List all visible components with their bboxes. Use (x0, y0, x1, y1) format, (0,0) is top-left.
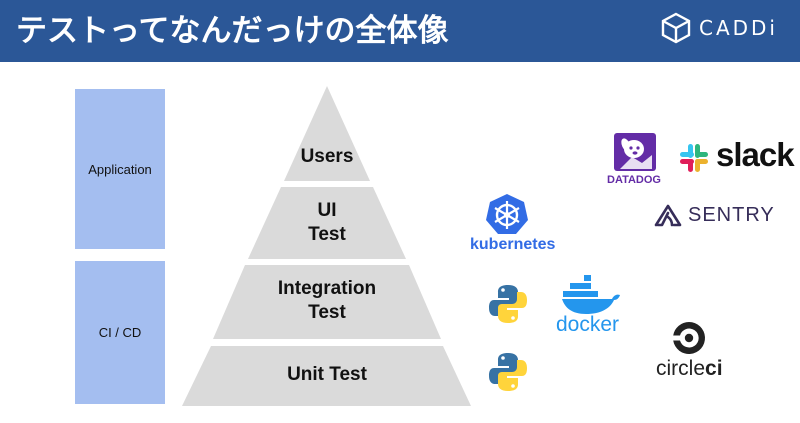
cube-icon (661, 12, 691, 44)
datadog-logo-text: DATADOG (607, 174, 661, 186)
datadog-dog-icon (614, 133, 656, 171)
kubernetes-logo-text: kubernetes (470, 236, 556, 253)
layer-label-integration-line2: Test (308, 302, 346, 323)
python-logo-icon (489, 285, 527, 323)
layer-label-ui-line2: Test (308, 224, 346, 245)
pyramid-layer-ui-test (248, 187, 406, 259)
pyramid-layer-integration-test (213, 265, 441, 339)
slide-title: テストってなんだっけの全体像 (16, 13, 449, 49)
circleci-text-bold: ci (705, 357, 723, 380)
pyramid-layer-unit-test (182, 346, 471, 406)
layer-label-unit-test: Unit Test (287, 364, 367, 385)
layer-label-integration-line1: Integration (277, 278, 377, 299)
pyramid-layer-users (284, 86, 370, 181)
kubernetes-helm-icon (486, 194, 528, 234)
circleci-text-light: circle (656, 357, 706, 380)
application-box: Application (75, 89, 165, 249)
docker-whale-icon (562, 275, 620, 314)
python-logo-icon (489, 353, 527, 391)
layer-label-users: Users (300, 146, 354, 167)
layer-label-integration-test: Integration Test (252, 277, 402, 325)
brand-logo: CADDi (661, 12, 778, 44)
ci-cd-label: CI / CD (98, 325, 142, 340)
layer-label-ui-test: UI Test (277, 199, 377, 247)
layer-label-ui-line1: UI (317, 200, 337, 221)
ci-cd-box: CI / CD (75, 261, 165, 404)
slack-hash-icon (680, 144, 708, 172)
circleci-logo-text: circleci (656, 357, 723, 381)
application-label: Application (88, 161, 152, 177)
brand-name: CADDi (698, 16, 778, 40)
circleci-logo-icon (673, 322, 706, 354)
docker-logo-text: docker (556, 313, 620, 336)
sentry-logo-text: SENTRY (688, 204, 775, 226)
slack-logo-text: slack (716, 136, 795, 173)
header-bar: テストってなんだっけの全体像 CADDi (0, 0, 800, 62)
sentry-icon (654, 204, 682, 227)
